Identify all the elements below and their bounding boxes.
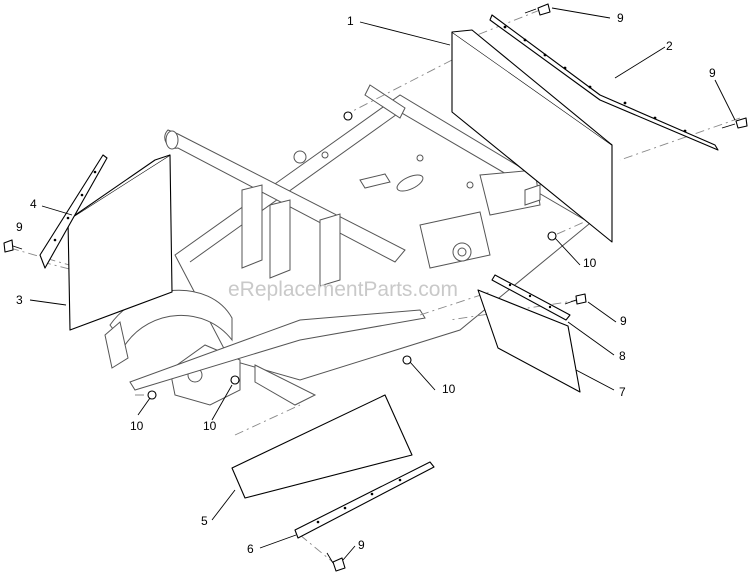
part-10-nut-right[interactable] [547, 231, 557, 241]
callout-9: 9 [709, 66, 716, 80]
callout-9: 9 [16, 220, 23, 234]
part-7-right-flap[interactable] [477, 289, 581, 393]
callout-9: 9 [358, 538, 365, 552]
callout-4: 4 [30, 197, 37, 211]
part-9-bolt-rear-right[interactable] [721, 117, 748, 129]
part-9-bolt-right[interactable] [564, 293, 587, 305]
part-8-right-strip[interactable] [491, 274, 571, 321]
callout-1: 1 [347, 14, 354, 28]
callout-9: 9 [617, 11, 624, 25]
part-4-left-strip[interactable] [39, 154, 108, 269]
callout-7: 7 [619, 385, 626, 399]
callout-10: 10 [203, 419, 217, 433]
callout-labels: 1 2 9 9 4 9 3 10 9 8 7 10 10 10 5 6 9 [16, 11, 716, 556]
part-9-bolt-left[interactable] [3, 239, 23, 253]
callout-6: 6 [247, 542, 254, 556]
part-2-rear-strip[interactable] [489, 14, 719, 151]
callout-leaders [29, 7, 736, 561]
callout-8: 8 [619, 349, 626, 363]
callout-10: 10 [130, 419, 144, 433]
part-10-nut-rear[interactable] [343, 111, 353, 121]
watermark-text: eReplacementParts.com [228, 278, 458, 301]
part-9-bolt-front[interactable] [326, 552, 346, 572]
part-10-nut-front-left[interactable] [147, 390, 157, 400]
callout-10: 10 [442, 382, 456, 396]
callout-9: 9 [620, 314, 627, 328]
part-9-bolt-rear-top[interactable] [524, 3, 551, 16]
callout-5: 5 [201, 514, 208, 528]
callout-3: 3 [16, 293, 23, 307]
part-5-front-skirt[interactable] [231, 394, 413, 499]
part-3-left-flap[interactable] [67, 154, 173, 331]
part-6-front-strip[interactable] [294, 461, 435, 539]
part-10-nut-center[interactable] [402, 355, 412, 365]
callout-10: 10 [583, 256, 597, 270]
part-1-rear-flap[interactable] [451, 29, 613, 243]
chassis-frame [104, 84, 601, 406]
part-10-nut-front-mid[interactable] [230, 375, 240, 385]
callout-2: 2 [666, 39, 673, 53]
